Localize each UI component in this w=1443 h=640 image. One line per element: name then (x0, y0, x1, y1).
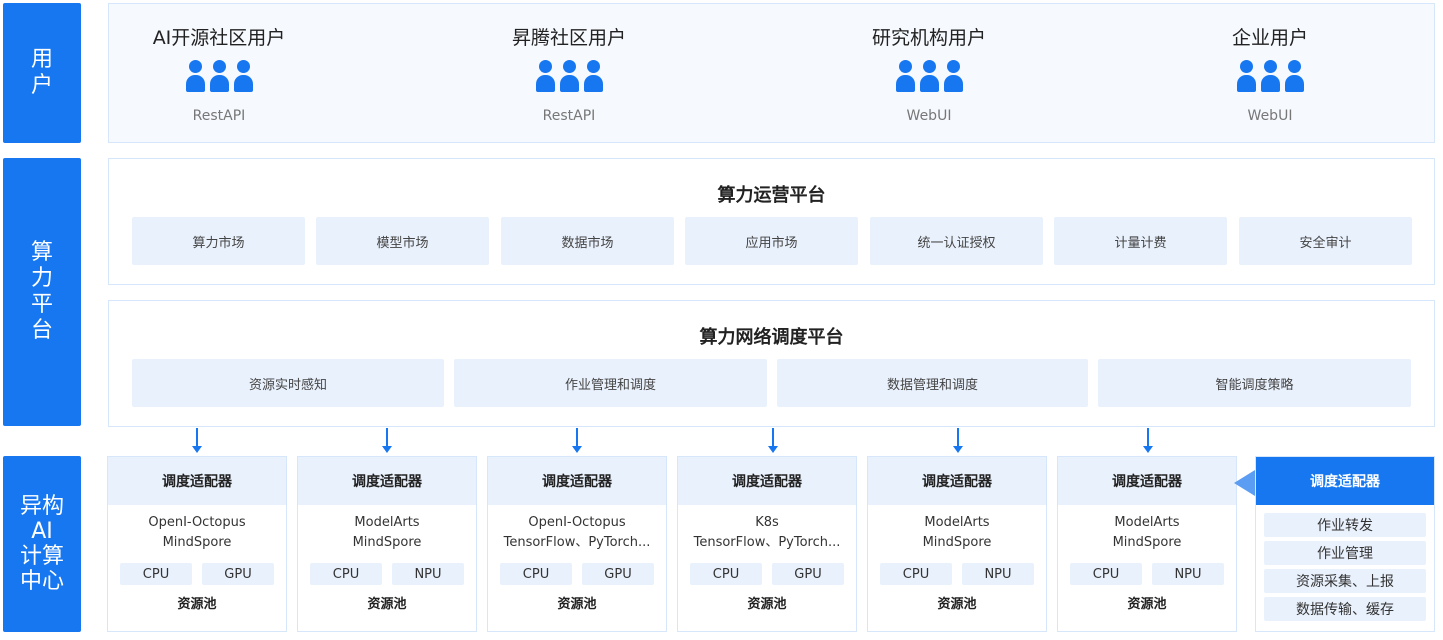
adapter-detail-item: 作业管理 (1264, 541, 1426, 565)
ops-platform-item: 计量计费 (1054, 217, 1227, 265)
adapter-framework: TensorFlow、PyTorch... (503, 535, 651, 550)
adapter-detail-item: 数据传输、缓存 (1264, 597, 1426, 621)
user-group-title: 昇腾社区用户 (511, 27, 626, 49)
adapter-framework: ModelArts (354, 515, 420, 530)
user-group-title: 研究机构用户 (871, 27, 986, 49)
down-arrow-icon (768, 428, 778, 453)
resource-pool-label: 资源池 (747, 597, 787, 612)
users-icon (469, 60, 669, 94)
adapter-framework: ModelArts (1114, 515, 1180, 530)
adapter-framework: OpenI-Octopus (148, 515, 246, 530)
ops-platform-item: 应用市场 (685, 217, 858, 265)
resource-chip: CPU (500, 563, 572, 585)
sidebar-platform-label: 算 力 平 台 (30, 240, 53, 343)
user-group: 研究机构用户 WebUI (829, 4, 1029, 124)
ops-platform-item: 统一认证授权 (870, 217, 1043, 265)
user-access-method: RestAPI (542, 108, 596, 124)
down-arrow-icon (572, 428, 582, 453)
adapter-framework: MindSpore (922, 535, 992, 550)
ops-platform-panel: 算力运营平台 算力市场 模型市场 数据市场 应用市场 统一认证授权 计量计费 安… (108, 158, 1435, 285)
resource-pool-label: 资源池 (937, 597, 977, 612)
user-group: 昇腾社区用户 RestAPI (469, 4, 669, 124)
sched-platform-item: 智能调度策略 (1098, 359, 1411, 407)
resource-chip: GPU (202, 563, 274, 585)
sidebar-hetero: 异构 AI 计算 中心 (3, 456, 81, 632)
sched-platform-panel: 算力网络调度平台 资源实时感知 作业管理和调度 数据管理和调度 智能调度策略 (108, 300, 1435, 427)
resource-pool-label: 资源池 (1127, 597, 1167, 612)
sched-platform-item: 资源实时感知 (132, 359, 444, 407)
adapter-title: 调度适配器 (488, 457, 666, 505)
user-group-title: 企业用户 (1231, 27, 1308, 49)
users-icon (829, 60, 1029, 94)
users-icon (119, 60, 319, 94)
down-arrow-icon (1143, 428, 1153, 453)
user-group: 企业用户 WebUI (1170, 4, 1370, 124)
resource-chip: GPU (582, 563, 654, 585)
adapter-title: 调度适配器 (108, 457, 286, 505)
user-group: AI开源社区用户 RestAPI (119, 4, 319, 124)
sidebar-users: 用 户 (3, 3, 81, 143)
user-access-method: WebUI (1247, 108, 1293, 124)
ops-platform-item: 模型市场 (316, 217, 489, 265)
adapter-framework: TensorFlow、PyTorch... (693, 535, 841, 550)
adapter-framework: MindSpore (1112, 535, 1182, 550)
ops-platform-title: 算力运营平台 (717, 185, 826, 206)
adapter-detail-item: 作业转发 (1264, 513, 1426, 537)
sched-platform-item: 数据管理和调度 (777, 359, 1088, 407)
resource-chip: CPU (880, 563, 952, 585)
resource-chip: CPU (690, 563, 762, 585)
resource-pool-label: 资源池 (557, 597, 597, 612)
users-icon (1170, 60, 1370, 94)
resource-pool-label: 资源池 (367, 597, 407, 612)
adapter-framework: OpenI-Octopus (528, 515, 626, 530)
user-access-method: WebUI (906, 108, 952, 124)
user-access-method: RestAPI (192, 108, 246, 124)
resource-chip: NPU (1152, 563, 1224, 585)
resource-chip: NPU (392, 563, 464, 585)
resource-chip: CPU (310, 563, 382, 585)
resource-chip: NPU (962, 563, 1034, 585)
sidebar-platform: 算 力 平 台 (3, 158, 81, 426)
down-arrow-icon (953, 428, 963, 453)
ops-platform-item: 数据市场 (501, 217, 674, 265)
sched-platform-item: 作业管理和调度 (454, 359, 767, 407)
adapter-title: 调度适配器 (1058, 457, 1236, 505)
down-arrow-icon (192, 428, 202, 453)
adapter-detail-title: 调度适配器 (1256, 457, 1434, 505)
sched-platform-title: 算力网络调度平台 (699, 327, 844, 348)
resource-chip: GPU (772, 563, 844, 585)
resource-chip: CPU (1070, 563, 1142, 585)
users-panel: AI开源社区用户 RestAPI 昇腾社区用户 RestAPI 研究机构用户 W… (108, 3, 1435, 143)
adapter-title: 调度适配器 (678, 457, 856, 505)
adapter-framework: ModelArts (924, 515, 990, 530)
adapter-framework: MindSpore (352, 535, 422, 550)
adapter-framework: K8s (755, 515, 779, 530)
adapter-framework: MindSpore (162, 535, 232, 550)
resource-pool-label: 资源池 (177, 597, 217, 612)
user-group-title: AI开源社区用户 (152, 27, 286, 49)
ops-platform-item: 算力市场 (132, 217, 305, 265)
adapter-title: 调度适配器 (298, 457, 476, 505)
resource-chip: CPU (120, 563, 192, 585)
adapter-detail-item: 资源采集、上报 (1264, 569, 1426, 593)
callout-pointer-icon (1234, 470, 1255, 496)
adapter-detail-callout: 调度适配器 作业转发 作业管理 资源采集、上报 数据传输、缓存 (1255, 456, 1435, 632)
sidebar-hetero-label: 异构 AI 计算 中心 (19, 494, 64, 594)
adapter-title: 调度适配器 (868, 457, 1046, 505)
sidebar-users-label: 用 户 (30, 47, 53, 98)
ops-platform-item: 安全审计 (1239, 217, 1412, 265)
down-arrow-icon (382, 428, 392, 453)
